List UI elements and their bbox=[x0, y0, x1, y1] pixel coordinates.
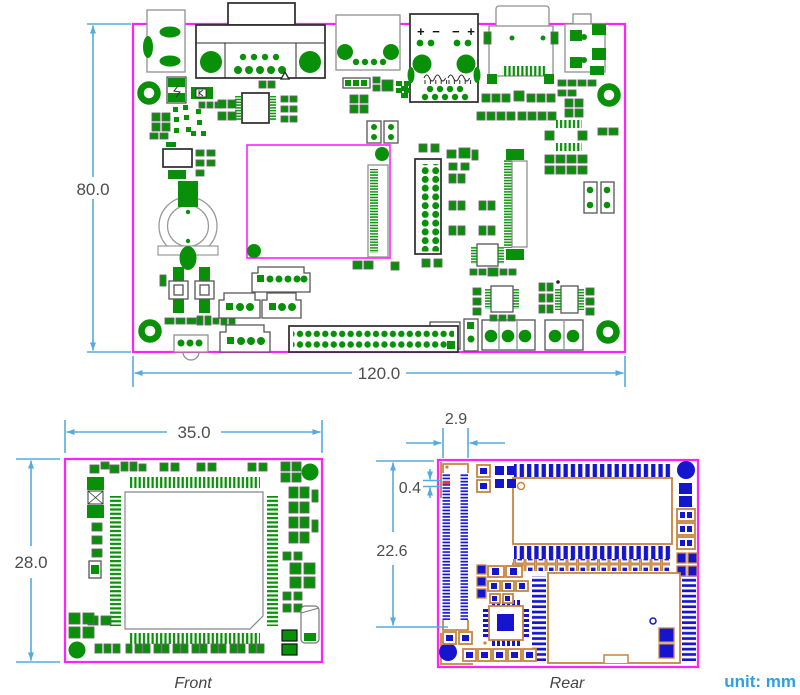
front-right-components bbox=[281, 486, 320, 656]
corner-mark bbox=[440, 633, 473, 665]
power-jack bbox=[143, 9, 186, 73]
sd-card-slot bbox=[483, 5, 559, 84]
highlighted-pin bbox=[442, 481, 450, 485]
main-board: + − − + bbox=[131, 2, 627, 361]
fpc-connector bbox=[504, 149, 528, 260]
rear-bottom-pads bbox=[442, 631, 537, 662]
dim-rear-connector-height: 22.6 bbox=[376, 460, 448, 628]
rear-caption: Rear bbox=[550, 675, 585, 692]
unit-note: unit: mm bbox=[724, 672, 796, 691]
front-top-pads bbox=[89, 461, 302, 483]
rear-left-cluster bbox=[476, 564, 529, 604]
rj45-polarity-left: + − bbox=[417, 24, 442, 39]
rear-pin-pitch-label: 0.4 bbox=[399, 480, 421, 497]
pad-row bbox=[512, 559, 670, 571]
main-height-label: 80.0 bbox=[76, 180, 109, 199]
pad-cluster-right-top bbox=[544, 79, 619, 214]
mount-hole bbox=[138, 319, 162, 343]
dim-main-width: 120.0 bbox=[132, 356, 626, 387]
dim-front-width: 35.0 bbox=[64, 420, 323, 453]
front-left-components bbox=[68, 477, 112, 639]
pin-header-40 bbox=[288, 325, 459, 353]
soic16-chip bbox=[217, 80, 298, 124]
rear-board bbox=[436, 458, 700, 669]
sdram-chip bbox=[512, 464, 673, 559]
rear-connector-width-label: 2.9 bbox=[445, 411, 467, 428]
usb-connector bbox=[335, 14, 401, 71]
mount-hole bbox=[677, 461, 695, 479]
buzzer bbox=[157, 181, 219, 270]
pin-header-2x10 bbox=[414, 143, 443, 268]
chips-bottom-right bbox=[472, 280, 595, 322]
dim-rear-pin-pitch: 0.4 bbox=[399, 469, 442, 498]
mount-hole bbox=[597, 83, 621, 107]
rj45-connector: + − − + bbox=[407, 13, 481, 103]
flash-chip bbox=[532, 572, 696, 664]
mount-hole bbox=[596, 320, 620, 344]
buttons-cluster bbox=[159, 267, 236, 361]
front-width-label: 35.0 bbox=[177, 423, 210, 442]
audio-jack bbox=[564, 13, 606, 75]
dim-main-height: 80.0 bbox=[76, 23, 131, 353]
front-board bbox=[63, 457, 324, 664]
mount-hole bbox=[137, 81, 161, 105]
front-caption: Front bbox=[174, 675, 212, 692]
qfn-chip bbox=[483, 600, 529, 646]
rear-connector-height-label: 22.6 bbox=[376, 543, 407, 560]
rear-top-cluster bbox=[476, 464, 516, 493]
pad-rows-under-sd bbox=[476, 90, 557, 121]
dim-front-height: 28.0 bbox=[14, 458, 60, 663]
pad bbox=[390, 261, 400, 271]
mount-hole bbox=[439, 643, 457, 661]
pad bbox=[363, 260, 374, 270]
soic-chip-center bbox=[469, 243, 517, 277]
pad-cluster-below-rj45 bbox=[342, 76, 410, 144]
serial-db9-connector bbox=[195, 2, 326, 80]
som-module-footprint bbox=[246, 144, 391, 259]
main-width-label: 120.0 bbox=[358, 364, 401, 383]
rj45-polarity-right: − + bbox=[452, 24, 477, 39]
mount-hole bbox=[301, 463, 319, 481]
rear-right-column bbox=[676, 483, 698, 577]
front-bottom-pads bbox=[94, 643, 265, 654]
dim-rear-connector-width: 2.9 bbox=[406, 411, 505, 458]
board-to-board-connector bbox=[442, 463, 469, 631]
front-height-label: 28.0 bbox=[14, 553, 47, 572]
component-cluster-center bbox=[446, 147, 496, 236]
pad bbox=[352, 260, 363, 270]
qfp-chip bbox=[110, 477, 278, 644]
component-cluster-left bbox=[149, 76, 222, 179]
mount-hole bbox=[68, 641, 86, 659]
